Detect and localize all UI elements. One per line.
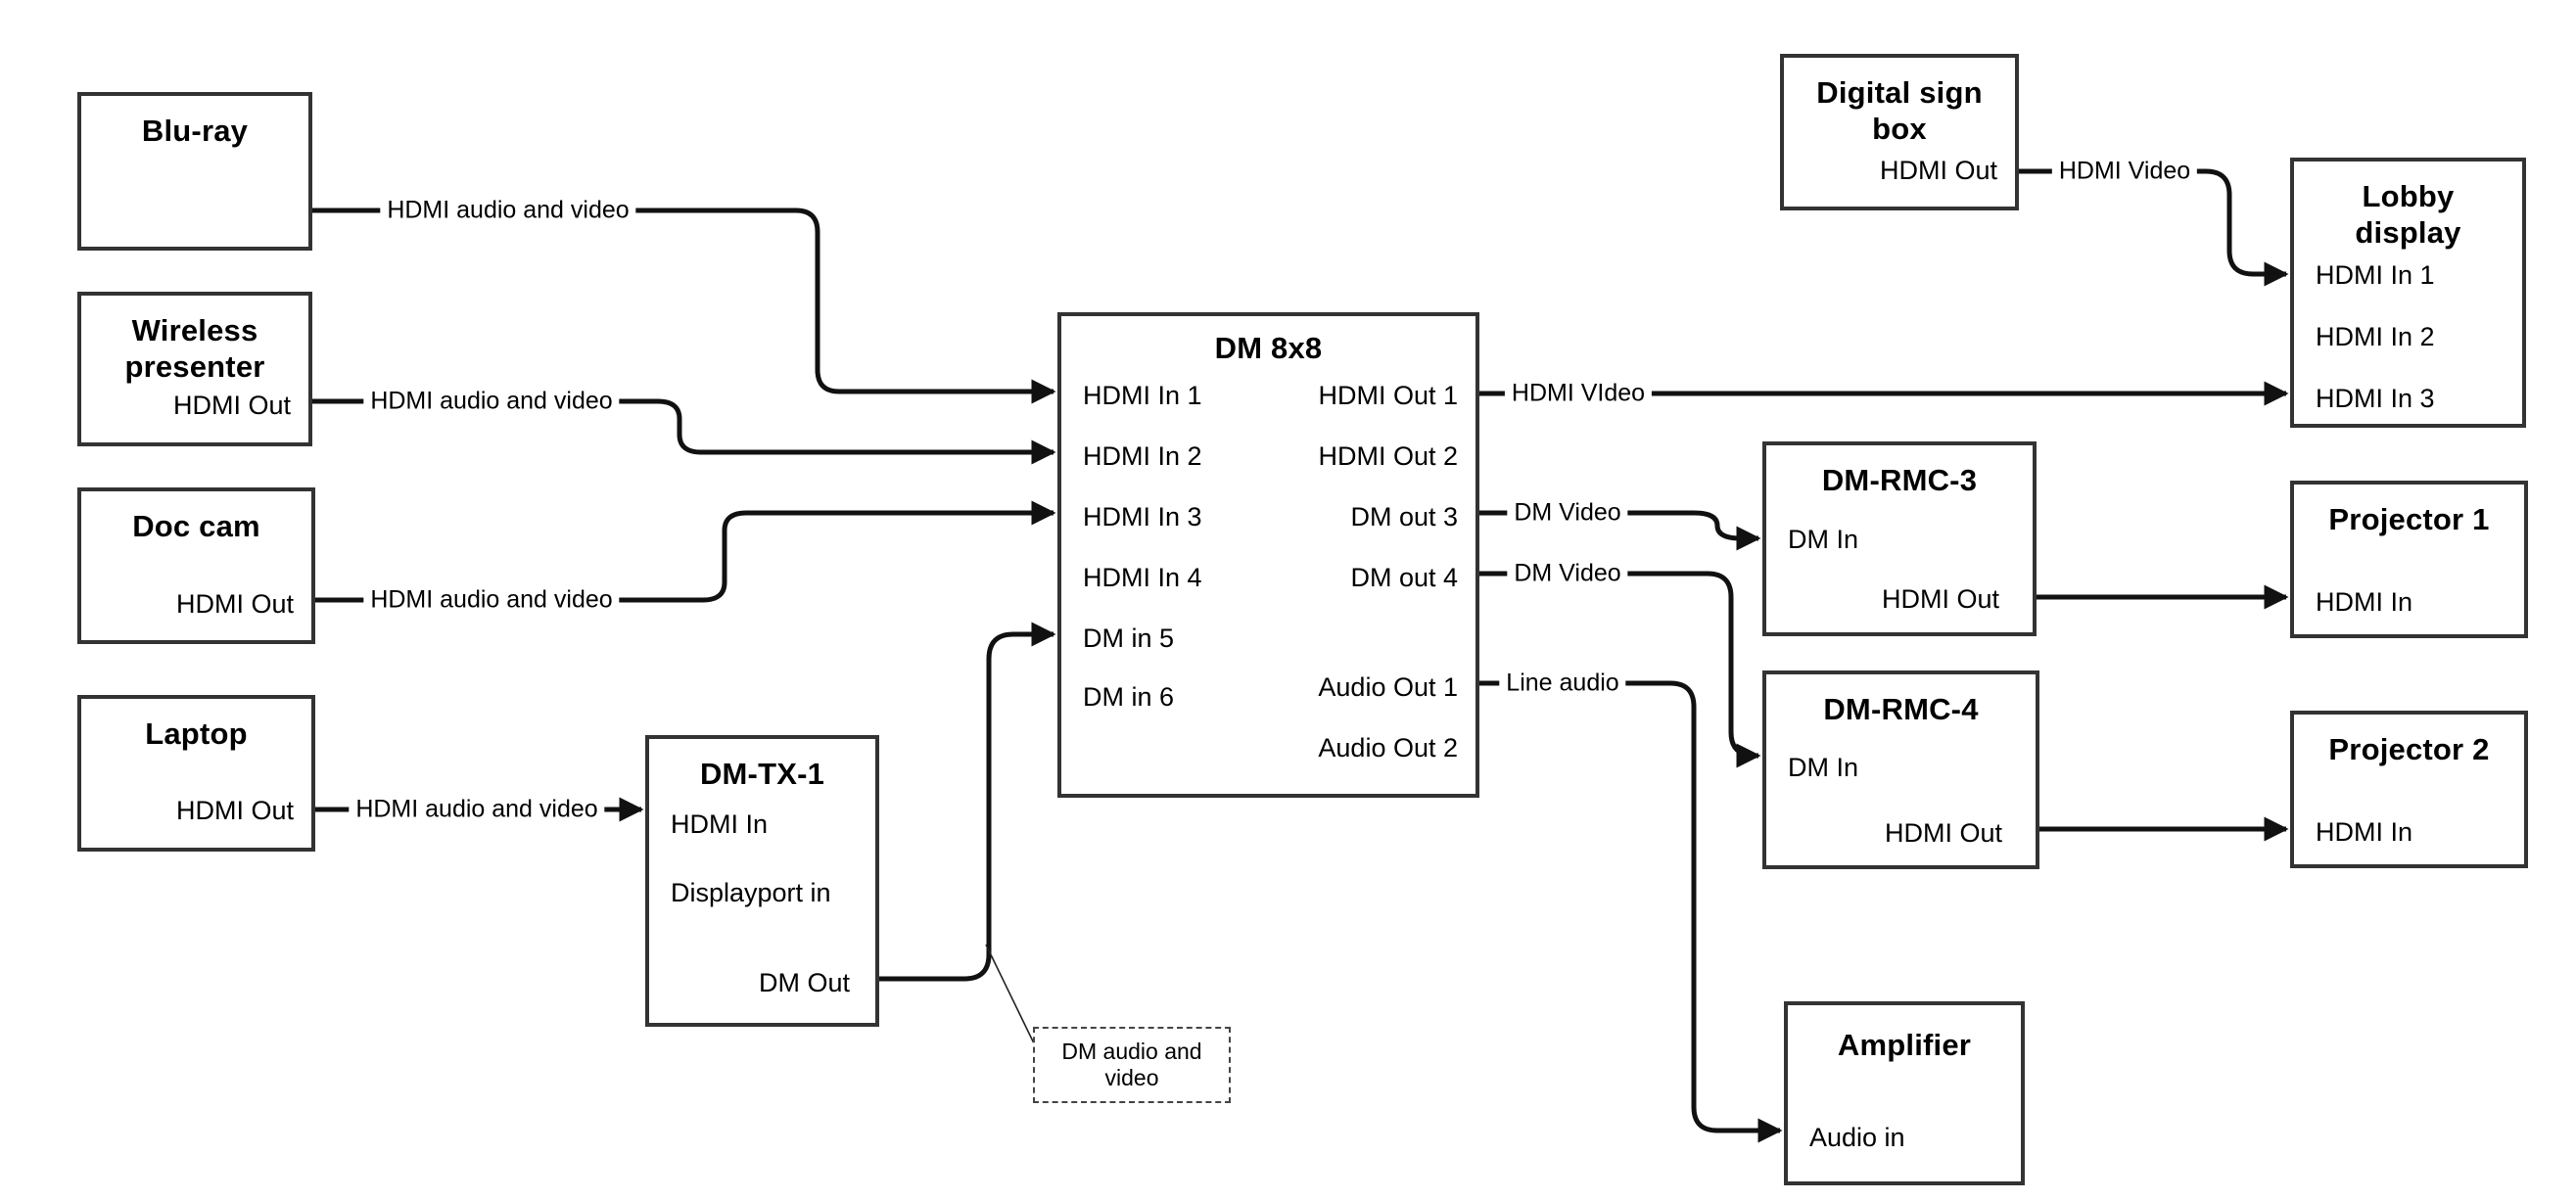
node-projector-2: Projector 2 HDMI In [2290,711,2528,868]
port-dm-out: DM Out [758,968,850,997]
port-hdmi-out: HDMI Out [1881,584,1999,614]
port-hdmi-in: HDMI In [2316,817,2413,847]
node-dm-rmc-4: DM-RMC-4 DM In HDMI Out [1762,670,2039,869]
port-hdmi-out: HDMI Out [1884,818,2002,848]
port-dm-out-4: DM out 4 [1350,563,1458,592]
port-hdmi-in-4: HDMI In 4 [1083,563,1202,592]
node-digital-sign-box: Digital sign box HDMI Out [1780,54,2019,210]
port-hdmi-out-2: HDMI Out 2 [1318,441,1458,471]
connection-label-hdmi-video-out1: HDMI VIdeo [1504,378,1653,409]
port-hdmi-in-2: HDMI In 2 [2316,322,2435,351]
connector-doccam-to-dm8x8-in3 [312,500,1056,603]
port-displayport-in: Displayport in [671,878,831,907]
port-hdmi-out: HDMI Out [1879,156,1997,185]
node-title: Wireless presenter [124,313,265,384]
node-dm-rmc-3: DM-RMC-3 DM In HDMI Out [1762,441,2037,636]
port-dm-in-6: DM in 6 [1083,682,1175,712]
connection-label-laptop: HDMI audio and video [349,794,605,825]
node-title: Projector 1 [2328,502,2490,536]
connection-label-bluray: HDMI audio and video [380,195,636,226]
node-amplifier: Amplifier Audio in [1784,1001,2025,1185]
connector-dm8x8-audioout1-to-amplifier [1479,680,1783,1143]
node-title: DM-RMC-4 [1823,692,1979,726]
port-hdmi-in-2: HDMI In 2 [1083,441,1202,471]
port-dm-in: DM In [1788,753,1859,782]
node-dm-8x8: DM 8x8 HDMI In 1 HDMI In 2 HDMI In 3 HDM… [1057,312,1479,798]
connector-dmtx1-dmout-to-dm8x8-in5 [879,622,1056,982]
node-title: DM-RMC-3 [1821,463,1978,497]
note-dm-audio-video: DM audio and video [1033,1027,1231,1103]
note-leader-line [985,944,1035,1044]
connector-dm8x8-dmout4-to-dmrmc4 [1479,571,1761,768]
connector-bluray-to-dm8x8-in1 [312,208,1056,404]
port-hdmi-in-3: HDMI In 3 [2316,384,2435,413]
node-title: Projector 2 [2328,732,2490,766]
node-title: Doc cam [132,509,260,543]
port-hdmi-in-1: HDMI In 1 [2316,260,2435,290]
connection-label-dm-video-4: DM Video [1507,558,1628,589]
node-dm-tx-1: DM-TX-1 HDMI In Displayport in DM Out [645,735,879,1027]
node-title: Lobby display [2355,179,2461,250]
node-title: DM 8x8 [1214,331,1323,365]
connection-label-doccam: HDMI audio and video [363,584,620,616]
node-wireless-presenter: Wireless presenter HDMI Out [77,292,312,446]
port-audio-out-1: Audio Out 1 [1318,672,1458,702]
port-dm-in-5: DM in 5 [1083,624,1175,653]
node-blu-ray: Blu-ray HDMI Out [77,92,312,321]
port-hdmi-out: HDMI Out [172,391,291,420]
node-title: Amplifier [1837,1028,1972,1062]
port-hdmi-out: HDMI Out [175,796,294,825]
node-title: Digital sign box [1816,75,1983,146]
node-lobby-display: Lobby display HDMI In 1 HDMI In 2 HDMI I… [2290,158,2526,428]
connector-digitalsign-to-lobby-in1 [2019,168,2289,287]
node-projector-1: Projector 1 HDMI In [2290,481,2528,638]
node-title: DM-TX-1 [699,757,825,791]
node-doc-cam: Doc cam HDMI Out [77,487,315,644]
port-dm-in: DM In [1788,525,1859,554]
port-hdmi-in: HDMI In [2316,587,2413,617]
port-hdmi-out: HDMI Out [175,589,294,619]
connector-wireless-to-dm8x8-in2 [312,398,1056,465]
port-hdmi-out-1: HDMI Out 1 [1318,381,1458,410]
port-hdmi-in-1: HDMI In 1 [1083,381,1202,410]
connection-label-wireless: HDMI audio and video [363,386,620,417]
port-hdmi-in: HDMI In [671,809,769,839]
node-title: Blu-ray [141,114,249,148]
connection-label-line-audio: Line audio [1499,668,1626,699]
connection-label-hdmi-video-sign: HDMI Video [2051,156,2198,187]
connector-dm8x8-dmout3-to-dmrmc3 [1479,510,1761,551]
port-audio-in: Audio in [1809,1123,1905,1152]
port-audio-out-2: Audio Out 2 [1318,733,1458,762]
node-title: Laptop [145,716,248,751]
node-laptop: Laptop HDMI Out [77,695,315,852]
port-hdmi-in-3: HDMI In 3 [1083,502,1202,531]
connection-label-dm-video-3: DM Video [1507,497,1628,529]
port-dm-out-3: DM out 3 [1350,502,1458,531]
